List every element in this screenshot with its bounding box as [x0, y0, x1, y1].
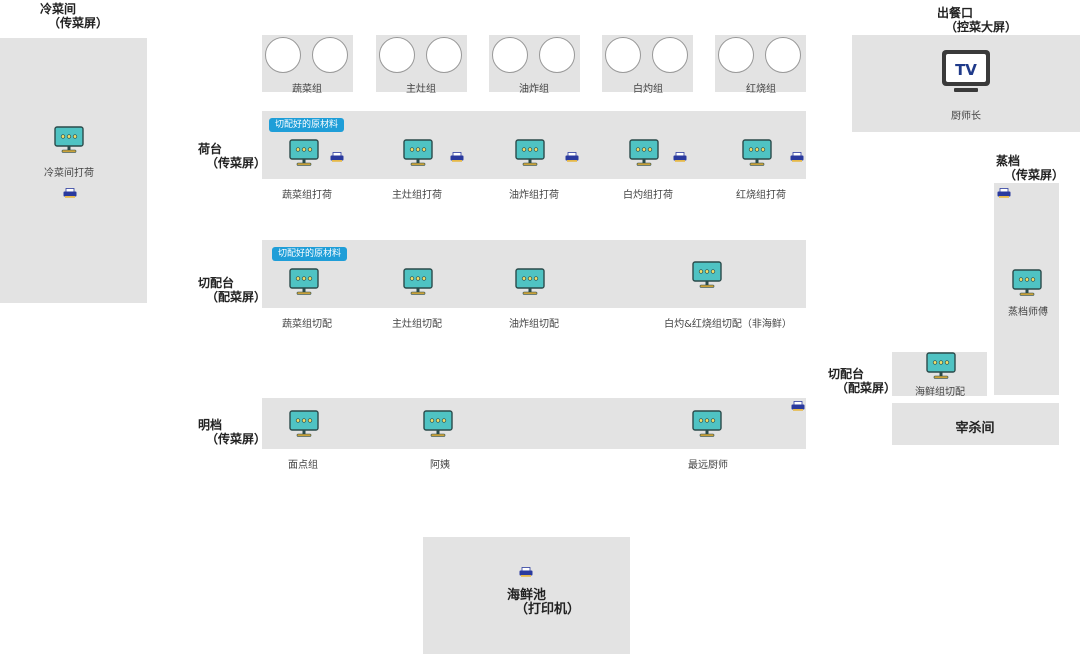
monitor-icon — [1012, 269, 1042, 297]
mingdang-title: 明档 （传菜屏） — [198, 418, 266, 446]
monitor-icon — [692, 261, 722, 289]
group-label: 蔬菜组 — [292, 84, 322, 95]
cold-kitchen-device-label: 冷菜间打荷 — [44, 168, 94, 179]
seafood-pool-area — [423, 537, 630, 654]
mingdang-title-line1: 明档 — [198, 418, 223, 432]
pass-window-device-label: 厨师长 — [951, 111, 981, 122]
hetai-device-label: 白灼组打荷 — [623, 190, 673, 201]
slaughter-room-label: 宰杀间 — [955, 421, 995, 436]
seafood-prep-device-label: 海鲜组切配 — [915, 387, 965, 398]
monitor-icon — [289, 139, 319, 167]
seafood-pool-title: 海鲜池 （打印机） — [507, 589, 580, 617]
mingdang-device-label: 最远厨师 — [688, 460, 728, 471]
printer-icon — [450, 152, 464, 162]
mingdang-title-line2: （传菜屏） — [206, 432, 267, 446]
qiepei-device-label: 主灶组切配 — [392, 319, 442, 330]
wok-circle — [539, 37, 575, 73]
printer-icon — [565, 152, 579, 162]
cold-kitchen-title-line2: （传菜屏） — [48, 16, 109, 30]
qiepei-title-line1: 切配台 — [198, 276, 235, 290]
wok-circle — [765, 37, 801, 73]
wok-circle — [426, 37, 462, 73]
hetai-device-label: 蔬菜组打荷 — [282, 190, 332, 201]
raw-material-tag: 切配好的原材料 — [272, 247, 348, 261]
wok-circle — [718, 37, 754, 73]
raw-material-tag: 切配好的原材料 — [269, 118, 345, 132]
hetai-title-line1: 荷台 — [198, 142, 223, 156]
wok-circle — [605, 37, 641, 73]
wok-circle — [492, 37, 528, 73]
monitor-icon — [403, 139, 433, 167]
seafood-pool-title-line2: （打印机） — [515, 602, 581, 617]
seafood-prep-title: 切配台 （配菜屏） — [828, 367, 896, 395]
group-label: 红烧组 — [746, 84, 776, 95]
steam-station-device-label: 蒸档师傅 — [1008, 307, 1048, 318]
cold-kitchen-area — [0, 38, 147, 303]
monitor-icon — [692, 410, 722, 438]
tv-icon: TV — [942, 50, 990, 92]
seafood-pool-title-line1: 海鲜池 — [507, 588, 547, 603]
printer-icon — [330, 152, 344, 162]
monitor-icon — [289, 410, 319, 438]
hetai-title: 荷台 （传菜屏） — [198, 142, 266, 170]
mingdang-device-label: 阿姨 — [430, 460, 450, 471]
wok-circle — [312, 37, 348, 73]
qiepei-title-line2: （配菜屏） — [206, 290, 267, 304]
monitor-icon — [515, 268, 545, 296]
hetai-title-line2: （传菜屏） — [206, 156, 267, 170]
pass-window-title: 出餐口 （控菜大屏） — [937, 6, 1017, 34]
seafood-prep-title-line1: 切配台 — [828, 367, 865, 381]
wok-circle — [652, 37, 688, 73]
printer-icon — [790, 152, 804, 162]
qiepei-device-label: 白灼&红烧组切配（非海鲜） — [664, 319, 792, 330]
monitor-icon — [629, 139, 659, 167]
pass-window-title-line1: 出餐口 — [937, 6, 974, 20]
monitor-icon — [423, 410, 453, 438]
qiepei-title: 切配台 （配菜屏） — [198, 276, 266, 304]
group-label: 主灶组 — [406, 84, 436, 95]
qiepei-device-label: 蔬菜组切配 — [282, 319, 332, 330]
tv-label: TV — [955, 61, 977, 79]
group-label: 油炸组 — [519, 84, 549, 95]
monitor-icon — [54, 126, 84, 154]
printer-icon — [519, 567, 533, 577]
steam-station-title-line2: （传菜屏） — [1004, 168, 1065, 182]
steam-station-title: 蒸档 （传菜屏） — [996, 154, 1064, 182]
monitor-icon — [403, 268, 433, 296]
hetai-device-label: 主灶组打荷 — [392, 190, 442, 201]
printer-icon — [997, 188, 1011, 198]
wok-circle — [265, 37, 301, 73]
cold-kitchen-title: 冷菜间 （传菜屏） — [40, 2, 108, 30]
cold-kitchen-title-line1: 冷菜间 — [40, 2, 77, 16]
seafood-prep-title-line2: （配菜屏） — [836, 381, 897, 395]
hetai-device-label: 红烧组打荷 — [736, 190, 786, 201]
mingdang-area — [262, 398, 806, 449]
printer-icon — [673, 152, 687, 162]
steam-station-title-line1: 蒸档 — [996, 154, 1021, 168]
mingdang-device-label: 面点组 — [288, 460, 318, 471]
monitor-icon — [289, 268, 319, 296]
slaughter-room-area — [892, 403, 1059, 445]
monitor-icon — [926, 352, 956, 380]
group-label: 白灼组 — [633, 84, 663, 95]
hetai-device-label: 油炸组打荷 — [509, 190, 559, 201]
monitor-icon — [742, 139, 772, 167]
qiepei-device-label: 油炸组切配 — [509, 319, 559, 330]
printer-icon — [791, 401, 805, 411]
printer-icon — [63, 188, 77, 198]
wok-circle — [379, 37, 415, 73]
monitor-icon — [515, 139, 545, 167]
pass-window-title-line2: （控菜大屏） — [945, 20, 1018, 34]
